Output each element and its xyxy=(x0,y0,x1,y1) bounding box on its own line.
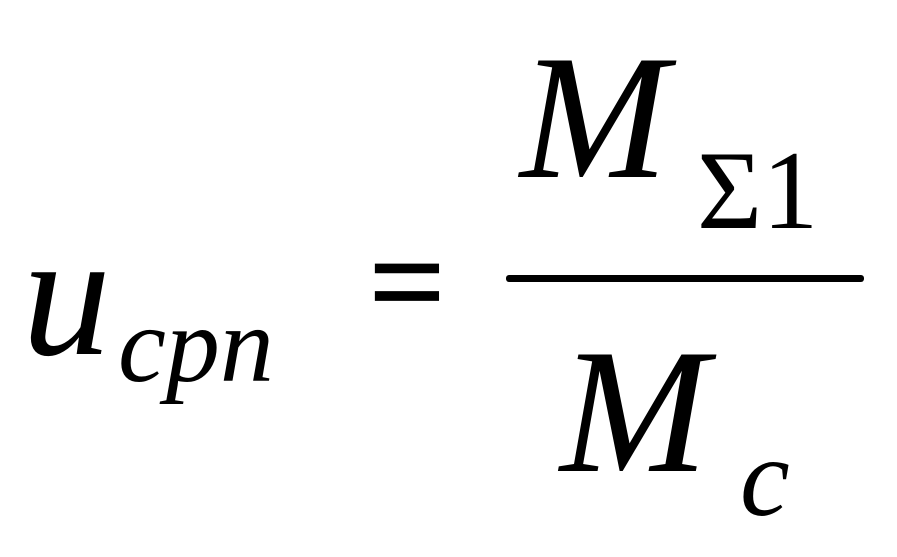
denominator-variable: M xyxy=(560,312,709,510)
fraction-bar xyxy=(506,275,864,282)
numerator-variable: M xyxy=(520,18,669,216)
lhs-subscript: cpn xyxy=(118,286,274,405)
equals-sign: = xyxy=(368,205,447,358)
numerator-subscript: Σ1 xyxy=(697,129,819,253)
lhs-variable: u xyxy=(22,195,111,393)
denominator-subscript: c xyxy=(740,416,790,540)
